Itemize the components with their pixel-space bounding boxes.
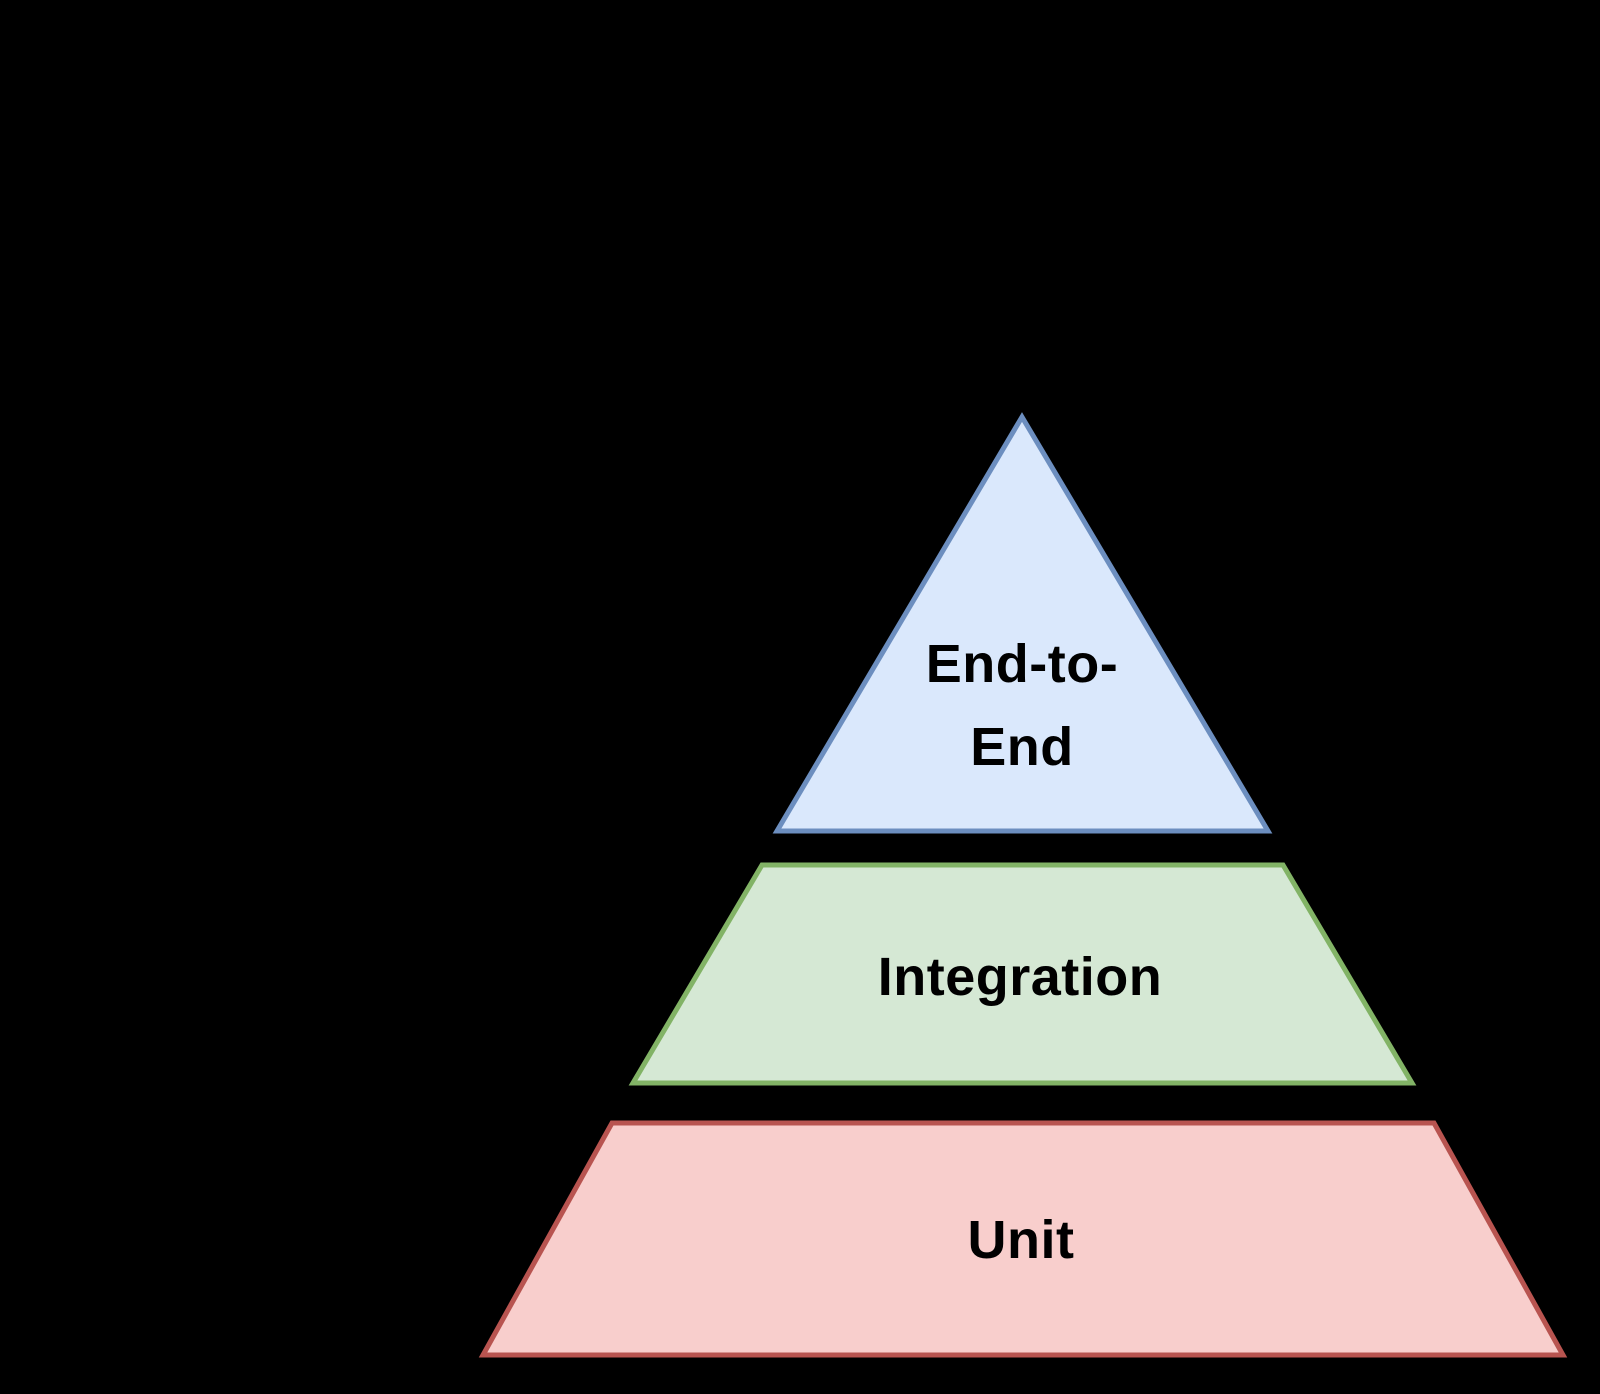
end-to-end-label-line2: End	[970, 717, 1074, 777]
end-to-end-shape	[772, 412, 1273, 834]
end-to-end-label-line1: End-to-	[926, 634, 1118, 694]
integration-shape	[628, 862, 1417, 1086]
unit-shape	[478, 1120, 1568, 1358]
integration-label: Integration	[878, 947, 1163, 1007]
unit-label: Unit	[968, 1210, 1075, 1270]
